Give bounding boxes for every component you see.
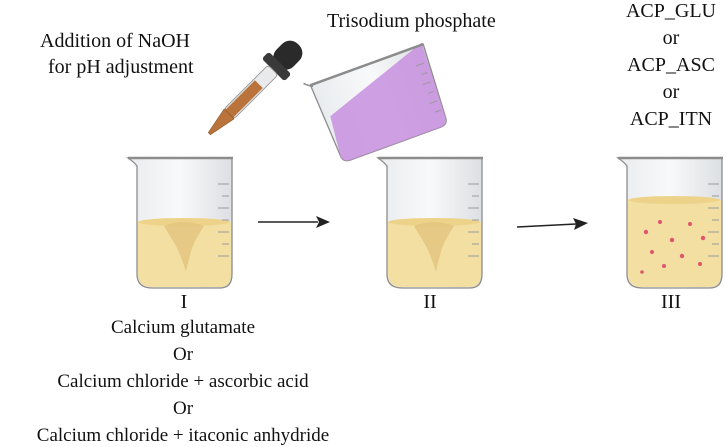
- phosphate-label: Trisodium phosphate: [327, 10, 496, 32]
- naoh-label-line2: for pH adjustment: [48, 56, 194, 78]
- product-or-2: or: [662, 81, 680, 103]
- arrow-icon: [516, 218, 588, 230]
- stage-label-2: II: [423, 291, 437, 313]
- naoh-label-line1: Addition of NaOH: [40, 30, 190, 52]
- beaker-icon: [125, 156, 233, 289]
- reactant-label-ascorbic: Calcium chloride + ascorbic acid: [57, 371, 309, 392]
- product-or-1: or: [662, 27, 680, 49]
- reactant-label-itaconic: Calcium chloride + itaconic anhydride: [36, 425, 330, 446]
- beaker-icon: [375, 156, 483, 289]
- product-label-asc: ACP_ASC: [627, 54, 715, 76]
- arrow-icon: [258, 216, 330, 228]
- reactant-label-glutamate: Calcium glutamate: [110, 317, 256, 338]
- reactant-or-2: Or: [172, 398, 194, 419]
- stage-label-1: I: [180, 291, 188, 313]
- stage-label-3: III: [661, 291, 681, 313]
- beaker-icon: [615, 156, 723, 289]
- reactant-or-1: Or: [172, 344, 194, 365]
- pouring-beaker-icon: [303, 42, 447, 162]
- product-label-itn: ACP_ITN: [629, 108, 713, 130]
- product-label-glu: ACP_GLU: [625, 0, 716, 22]
